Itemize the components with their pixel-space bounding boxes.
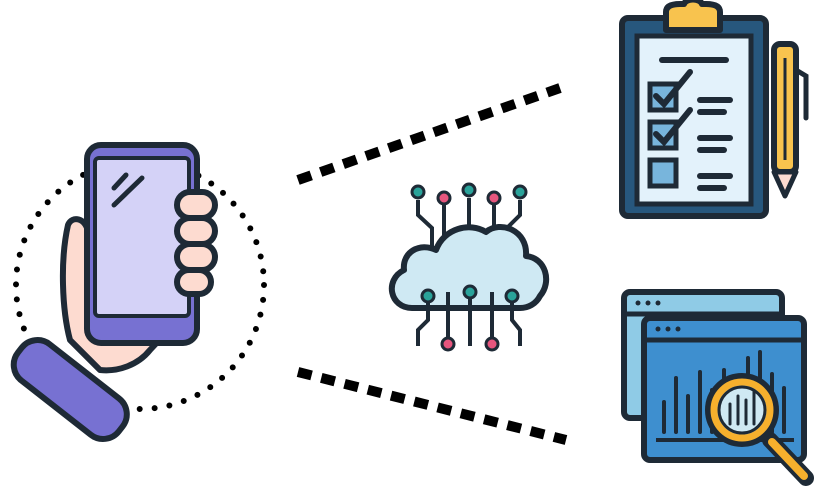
hand-holding-smartphone-icon (10, 142, 267, 442)
cloud-network-icon (388, 182, 550, 352)
connector-phone-to-analytics (296, 367, 568, 445)
connector-phone-to-checklist (296, 83, 562, 185)
clipboard-checklist-icon (619, 0, 769, 219)
analytics-magnifier-icon (621, 289, 814, 486)
pencil-icon (771, 41, 809, 199)
